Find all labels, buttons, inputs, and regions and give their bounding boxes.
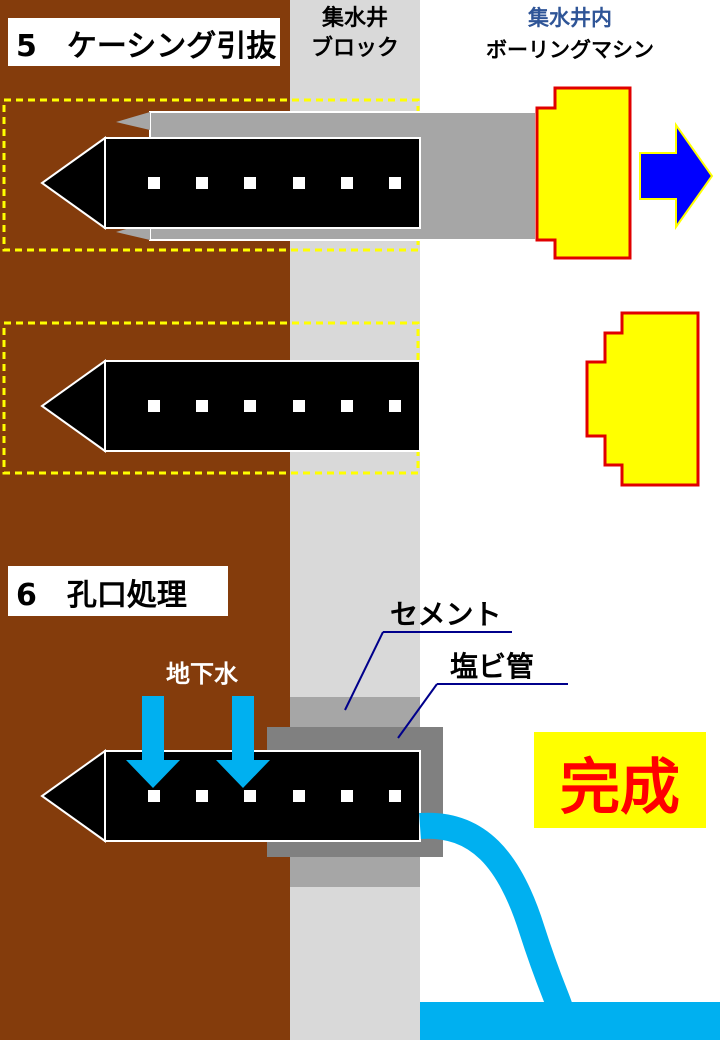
complete-badge <box>534 732 706 828</box>
cement-label: セメント <box>390 598 501 631</box>
groundwater-label: 地下水 <box>166 660 239 688</box>
water-pool <box>420 1002 720 1040</box>
outflow-stream <box>419 812 573 1012</box>
step5-label: 5 ケーシング引抜 <box>16 29 276 64</box>
bore-hole-outline-1 <box>2 98 420 252</box>
groundwater-arrow-2 <box>216 696 270 788</box>
block-label-line2: ブロック <box>311 35 399 61</box>
groundwater-arrow-1 <box>126 696 180 788</box>
step6-label-box <box>8 566 228 616</box>
boring-machine-2 <box>585 311 700 487</box>
bore-hole-outline-2 <box>2 321 420 475</box>
perforation-holes-2 <box>148 400 401 412</box>
drain-pipe-tip-1 <box>40 136 106 230</box>
drain-pipe-tip-3 <box>40 749 106 843</box>
withdraw-arrow <box>639 121 714 231</box>
pvc-callout-line <box>397 683 438 739</box>
machine-label-line2: ボーリングマシン <box>486 38 654 62</box>
perforation-holes-3 <box>148 790 401 802</box>
block-label-line1: 集水井 <box>321 5 388 31</box>
drain-pipe-tip-2 <box>40 359 106 453</box>
complete-label: 完成 <box>560 753 680 823</box>
casing-tip-top <box>116 112 150 130</box>
boring-machine-1 <box>535 86 632 260</box>
pvc-label: 塩ビ管 <box>450 650 534 683</box>
perforation-holes-1 <box>148 177 401 189</box>
machine-label-line1: 集水井内 <box>527 6 612 30</box>
step6-label: 6 孔口処理 <box>16 578 187 613</box>
cement-callout-line <box>344 631 384 711</box>
step5-label-box <box>8 18 280 66</box>
